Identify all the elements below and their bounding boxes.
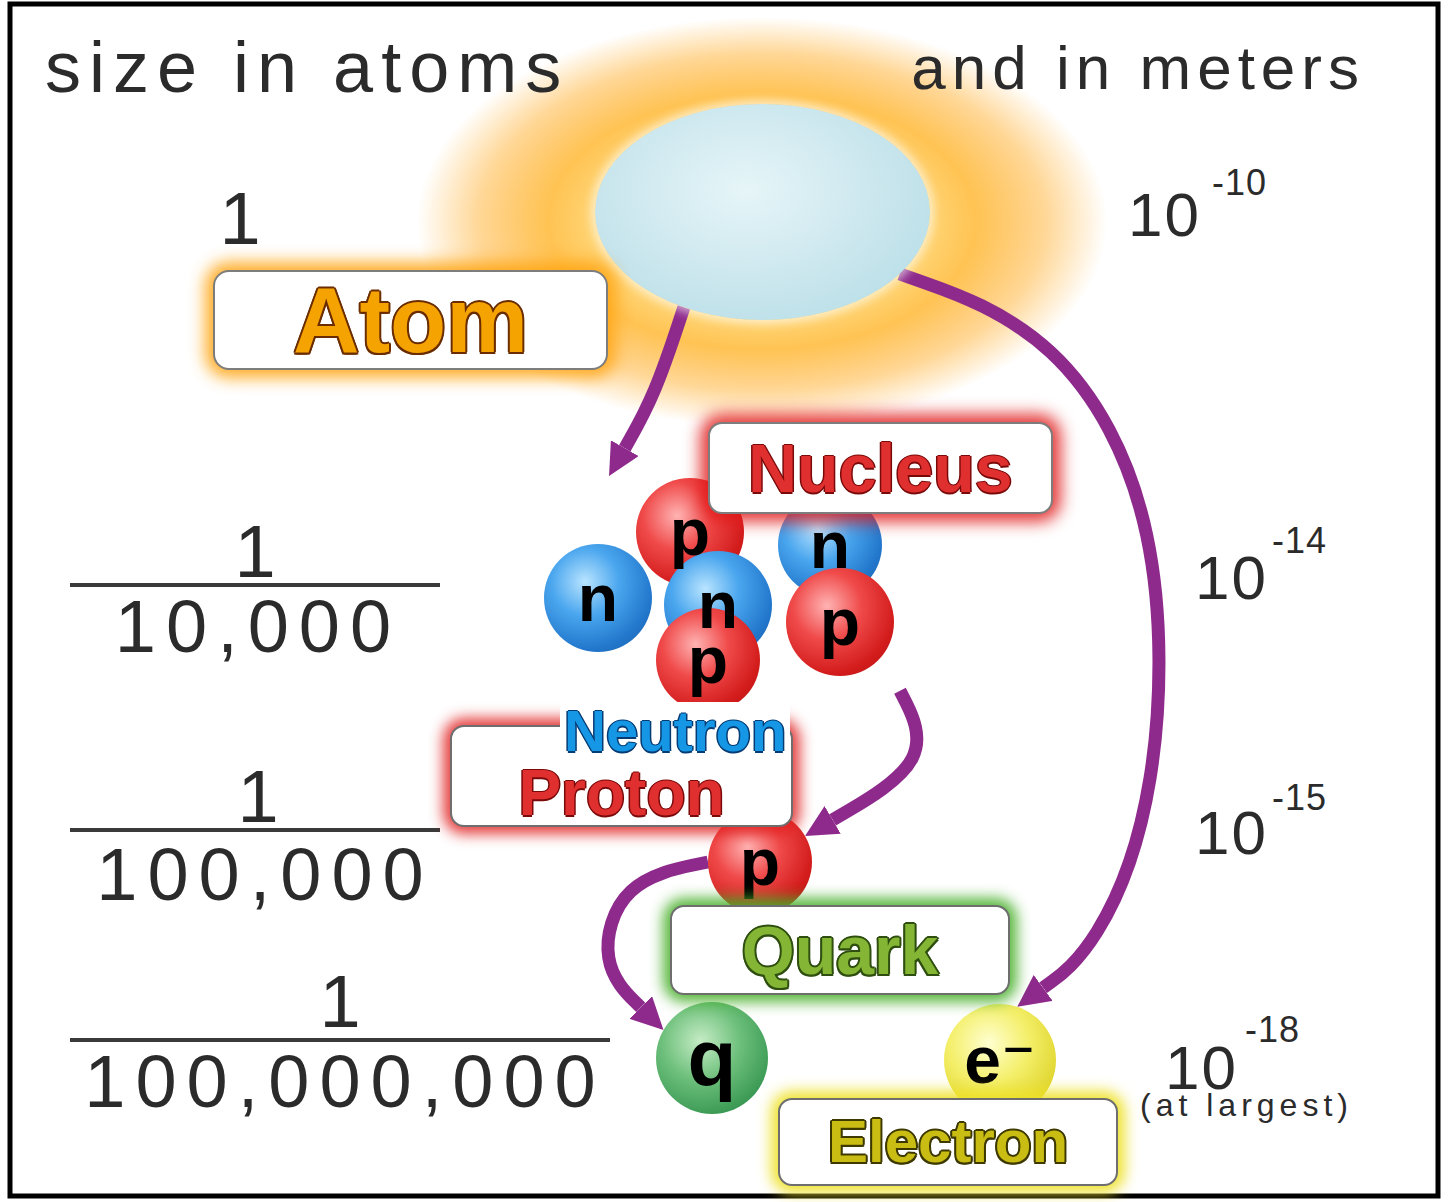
label-holder: size in atoms <box>45 31 569 103</box>
name-tag: Nucleus <box>708 422 1053 514</box>
particle-letter: n <box>810 512 850 578</box>
label-holder: 1 <box>234 515 275 589</box>
particle-letter: p <box>670 499 710 565</box>
name-tag: Quark <box>742 916 939 984</box>
particle-letter: p <box>688 627 728 693</box>
column-heading: size in atoms <box>45 31 569 103</box>
label-box: Electron <box>778 1098 1118 1186</box>
power-base: 10 <box>1128 184 1201 246</box>
label-box: Quark <box>670 905 1010 995</box>
fraction-number: 1 <box>237 760 278 834</box>
label-holder: 10 <box>1128 184 1201 246</box>
label-holder: 10 <box>1195 802 1268 864</box>
frame-border <box>10 4 1438 1196</box>
name-tag: Neutron <box>560 702 790 760</box>
particle-letter: n <box>578 565 618 631</box>
label-holder: 100,000,000 <box>84 1045 606 1119</box>
label-holder: 1 <box>219 182 260 256</box>
label-holder: -18 <box>1245 1012 1300 1048</box>
label-holder: 10,000 <box>115 590 401 664</box>
particle-letter: q <box>688 1018 737 1098</box>
nucleus-cluster: Nucleuspnnnpp <box>540 476 900 714</box>
label-holder: -14 <box>1272 523 1327 559</box>
name-tag: Electron <box>828 1112 1068 1172</box>
atom-picture: Atom <box>595 104 930 320</box>
power-base: 10 <box>1195 547 1268 609</box>
fraction-number: 100,000,000 <box>84 1045 606 1119</box>
label-holder: -10 <box>1212 165 1267 201</box>
particle-letter: p <box>820 589 860 655</box>
fraction-number: 1 <box>319 965 360 1039</box>
arrow <box>833 691 917 820</box>
fraction-number: 10,000 <box>115 590 401 664</box>
label-holder: (at largest) <box>1140 1089 1353 1121</box>
fraction-number: 1 <box>234 515 275 589</box>
proton-sphere: p <box>786 568 894 676</box>
label-box: NeutronProton <box>450 725 793 827</box>
fraction-number: 1 <box>219 182 260 256</box>
exponent: -10 <box>1212 165 1267 201</box>
particle-letter: e⁻ <box>964 1027 1036 1093</box>
column-heading: and in meters <box>911 37 1365 99</box>
label-holder: 1 <box>319 965 360 1039</box>
exponent: -15 <box>1272 780 1327 816</box>
label-holder: 10 <box>1195 547 1268 609</box>
fraction-number: 100,000 <box>96 838 434 912</box>
exponent: -18 <box>1245 1012 1300 1048</box>
label-holder: 1 <box>237 760 278 834</box>
quark-sphere: q <box>656 1002 768 1114</box>
power-base: 10 <box>1195 802 1268 864</box>
note: (at largest) <box>1140 1089 1353 1121</box>
arrow <box>900 274 1159 988</box>
label-holder: and in meters <box>911 37 1365 99</box>
neutron-sphere: n <box>544 544 652 652</box>
proton-sphere: p <box>656 608 760 712</box>
exponent: -14 <box>1272 523 1327 559</box>
label-holder: -15 <box>1272 780 1327 816</box>
name-tag: Proton <box>518 761 724 825</box>
name-tag: Atom <box>213 270 608 370</box>
arrow <box>625 307 684 448</box>
label-holder: 100,000 <box>96 838 434 912</box>
particle-letter: p <box>740 829 780 895</box>
